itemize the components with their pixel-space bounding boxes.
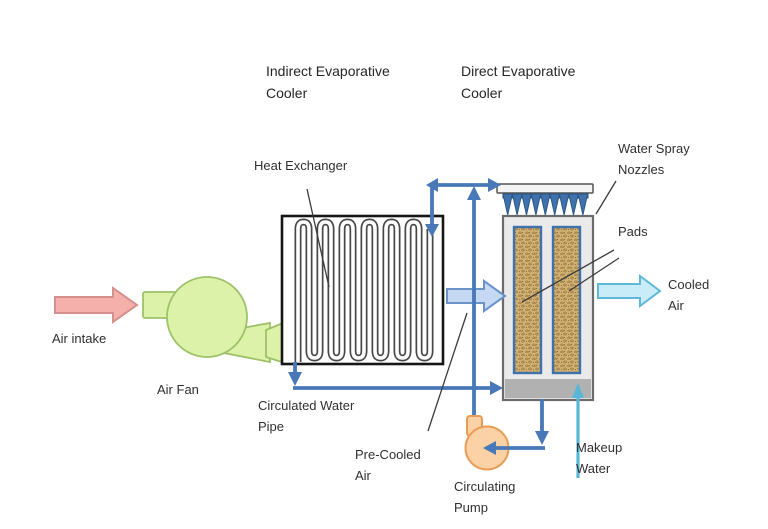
nozzles-leader xyxy=(595,180,617,215)
heat-exchanger-leader xyxy=(306,188,330,288)
label-circulating-pump: Circulating Pump xyxy=(454,479,516,515)
spray-header-bar xyxy=(496,183,594,194)
left-pad xyxy=(512,225,543,375)
right-pad xyxy=(551,225,582,375)
circulating-pump-shape xyxy=(464,415,510,471)
label-indirect-evaporative-cooler: Indirect Evaporative Cooler xyxy=(266,63,390,101)
label-cooled-air: Cooled Air xyxy=(668,277,710,313)
direct-cooler xyxy=(496,183,595,402)
label-pads: Pads xyxy=(618,224,648,239)
air-fan-shape xyxy=(142,276,289,366)
pre-cooled-air-arrow xyxy=(446,279,507,313)
makeup-water-pipe xyxy=(572,383,584,478)
pads-leader-left xyxy=(521,249,615,303)
label-circulated-water-pipe: Circulated Water Pipe xyxy=(258,398,355,434)
label-heat-exchanger: Heat Exchanger xyxy=(254,158,348,173)
pre-cooled-air-leader xyxy=(427,312,468,432)
heat-exchanger-coil xyxy=(294,218,434,362)
label-makeup-water: Makeup Water xyxy=(576,440,623,476)
label-air-fan: Air Fan xyxy=(157,382,199,397)
air-intake-arrow xyxy=(54,286,139,324)
water-sump xyxy=(505,379,591,398)
label-water-spray-nozzles: Water Spray Nozzles xyxy=(618,141,690,177)
label-direct-evaporative-cooler: Direct Evaporative Cooler xyxy=(461,63,576,101)
label-air-intake: Air intake xyxy=(52,331,107,346)
water-spray-nozzles-shape xyxy=(502,193,589,216)
label-pre-cooled-air: Pre-Cooled Air xyxy=(355,447,421,483)
pads-leader-right xyxy=(568,257,620,292)
cooled-air-arrow xyxy=(597,274,662,308)
circulated-water-piping xyxy=(288,178,549,455)
